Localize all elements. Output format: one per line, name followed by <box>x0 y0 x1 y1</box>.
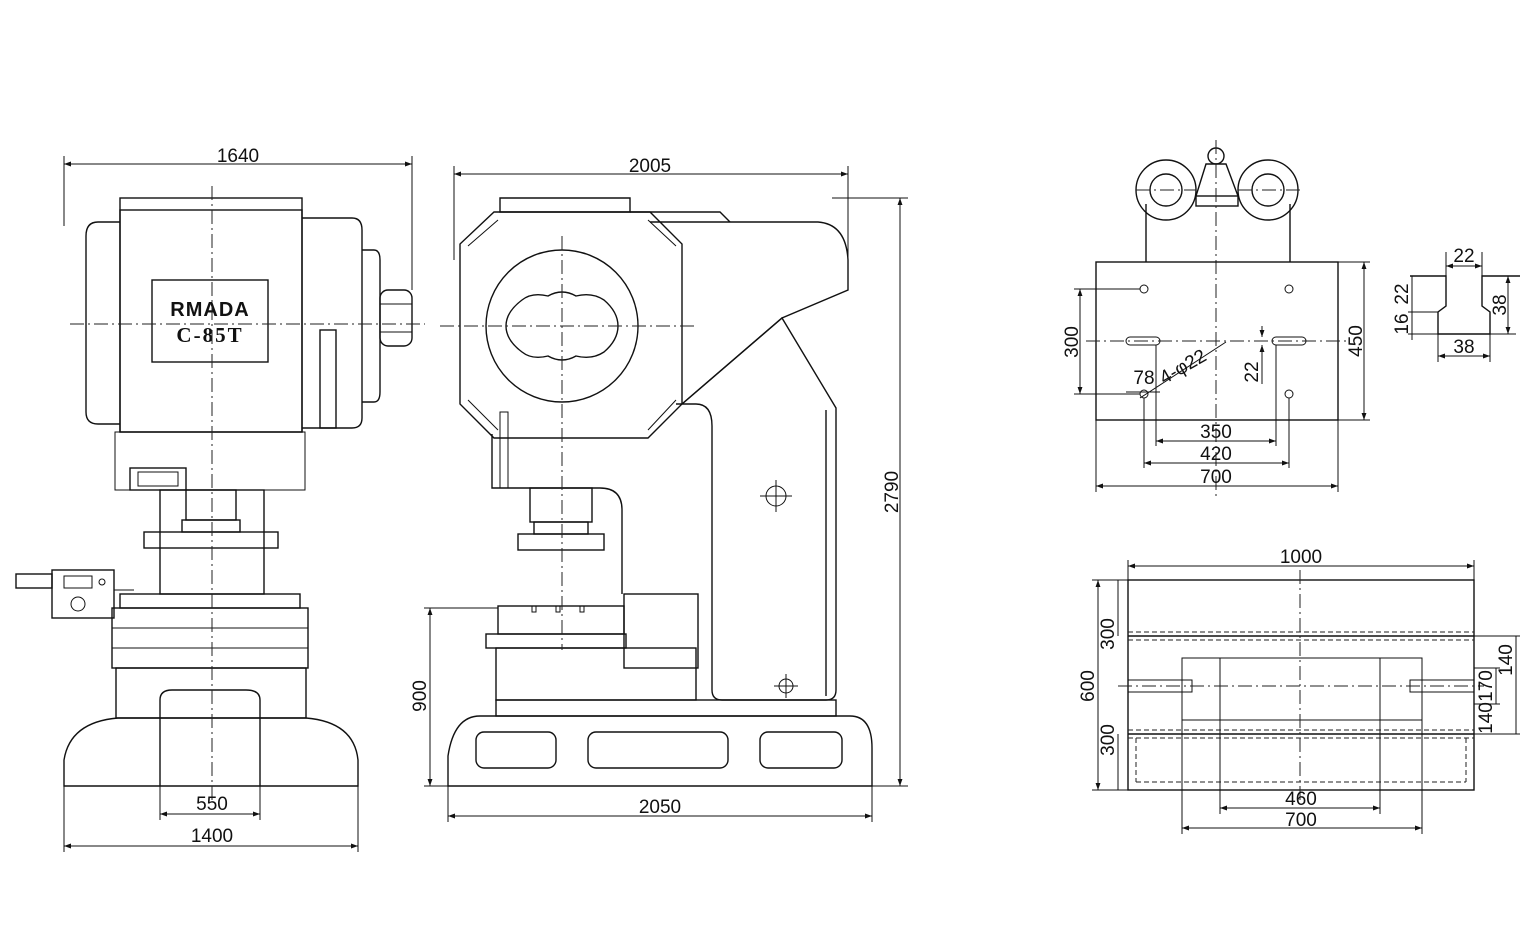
dim-front-base-width: 1400 <box>191 826 233 847</box>
dim-tslot-left-lower: 16 <box>1392 313 1413 334</box>
dim-slide-height: 450 <box>1346 325 1367 357</box>
dim-slide-outer-spacing: 420 <box>1200 444 1232 465</box>
dim-slide-hole-spacing: 300 <box>1062 326 1083 358</box>
dim-bolster-slot-140-lower: 140 <box>1476 702 1497 734</box>
slide-plan-view: 4-φ22 300 450 78 22 350 420 700 <box>1062 140 1370 496</box>
model-name-text: C-85T <box>176 323 243 347</box>
hole-spec-label: 4-φ22 <box>1156 346 1210 389</box>
dim-bolster-length: 1000 <box>1280 547 1322 568</box>
dim-slide-slot-width: 22 <box>1242 361 1263 382</box>
bolster-plan-view: 1000 600 300 300 140 170 140 460 700 <box>1078 547 1520 834</box>
dim-front-base-opening: 550 <box>196 794 228 815</box>
dim-side-base-length: 2050 <box>639 797 681 818</box>
dim-bolster-outer-opening: 700 <box>1285 810 1317 831</box>
dim-slide-offset: 78 <box>1133 368 1154 389</box>
dim-side-top-length: 2005 <box>629 156 671 177</box>
side-view: 2005 2050 2790 900 <box>410 156 908 822</box>
brand-logo-text: RMADA <box>170 299 249 321</box>
dim-bolster-bottom-zone: 300 <box>1098 724 1119 756</box>
dim-slide-inner-spacing: 350 <box>1200 422 1232 443</box>
dim-tslot-bottom-width: 38 <box>1453 337 1474 358</box>
dim-bolster-width: 600 <box>1078 670 1099 702</box>
dim-front-total-width: 1640 <box>217 146 259 167</box>
dim-bolster-slot-140-upper: 140 <box>1496 644 1517 676</box>
dim-slide-width: 700 <box>1200 467 1232 488</box>
t-slot-detail: 22 38 22 16 38 <box>1392 246 1520 362</box>
dim-tslot-left-upper: 22 <box>1392 283 1413 304</box>
dim-tslot-height: 38 <box>1490 294 1511 315</box>
dim-bolster-inner-opening: 460 <box>1285 789 1317 810</box>
front-view: RMADA C-85T 1640 550 1400 <box>15 146 425 852</box>
dim-side-bed-height: 900 <box>410 680 431 712</box>
dim-bolster-slot-170: 170 <box>1476 670 1497 702</box>
dim-side-total-height: 2790 <box>882 471 903 513</box>
dim-bolster-top-zone: 300 <box>1098 618 1119 650</box>
dim-tslot-top-width: 22 <box>1453 246 1474 267</box>
